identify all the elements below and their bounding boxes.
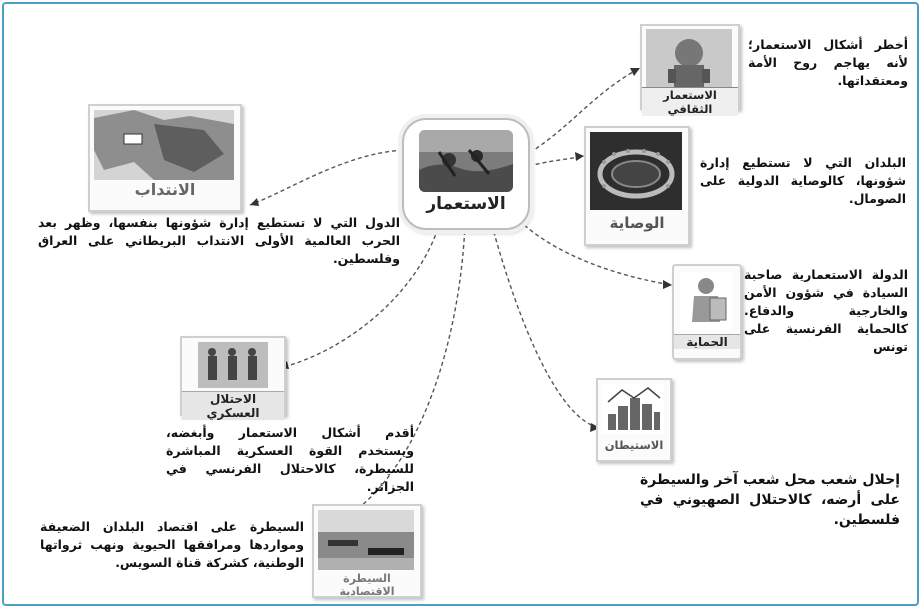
node-military: الاحتلال العسكري xyxy=(180,336,286,420)
node-cultural: الاستعمار الثقافي xyxy=(640,24,740,116)
central-label: الاستعمار xyxy=(426,194,506,214)
connector-settlement xyxy=(489,217,601,429)
node-protection: الحماية xyxy=(672,264,742,360)
arrow-trusteeship xyxy=(575,152,584,161)
mandate-map-image xyxy=(94,110,234,180)
arrow-settlement xyxy=(590,423,600,432)
node-mandate: الانتداب xyxy=(88,104,242,212)
economic-caption: السيطرة الاقتصادية xyxy=(339,572,395,598)
connector-military xyxy=(279,221,441,369)
economic-image xyxy=(318,510,414,570)
connector-economic xyxy=(344,223,466,519)
arrow-mandate xyxy=(250,198,259,206)
arrow-cultural xyxy=(630,68,640,76)
mandate-caption: الانتداب xyxy=(134,180,196,199)
central-node: الاستعمار xyxy=(402,118,530,230)
connector-mandate xyxy=(249,149,411,206)
settlement-caption: الاستيطان xyxy=(604,438,664,452)
military-caption: الاحتلال العسكري xyxy=(182,391,284,420)
cultural-image xyxy=(646,29,732,87)
protection-description: الدولة الاستعمارية صاحبة السيادة في شؤون… xyxy=(744,267,908,354)
trusteeship-caption: الوصاية xyxy=(609,214,665,232)
military-description: أقدم أشكال الاستعمار وأبغضه، ويستخدم الق… xyxy=(166,425,414,494)
connector-protection xyxy=(504,204,673,286)
protection-caption: الحماية xyxy=(674,334,740,349)
arrow-protection xyxy=(663,280,672,289)
cultural-caption: الاستعمار الثقافي xyxy=(642,87,738,116)
cultural-description: أخطر أشكال الاستعمار؛ لأنه يهاجم روح الأ… xyxy=(748,37,908,88)
settlement-image xyxy=(602,384,664,434)
economic-description: السيطرة على اقتصاد البلدان الضعيفة وموار… xyxy=(40,519,304,570)
node-economic: السيطرة الاقتصادية xyxy=(312,504,422,598)
military-image xyxy=(198,342,268,388)
connector-cultural xyxy=(517,67,641,161)
trusteeship-image xyxy=(590,132,682,210)
mandate-description: الدول التي لا تستطيع إدارة شؤونها بنفسها… xyxy=(38,215,400,266)
trusteeship-description: البلدان التي لا تستطيع إدارة شؤونها، كال… xyxy=(700,155,906,206)
node-trusteeship: الوصاية xyxy=(584,126,690,246)
protection-image xyxy=(680,272,732,330)
settlement-description: إحلال شعب محل شعب آخر والسيطرة على أرضه،… xyxy=(640,472,900,528)
node-settlement: الاستيطان xyxy=(596,378,672,462)
battle-image xyxy=(419,130,513,192)
connector-trusteeship xyxy=(521,155,585,169)
